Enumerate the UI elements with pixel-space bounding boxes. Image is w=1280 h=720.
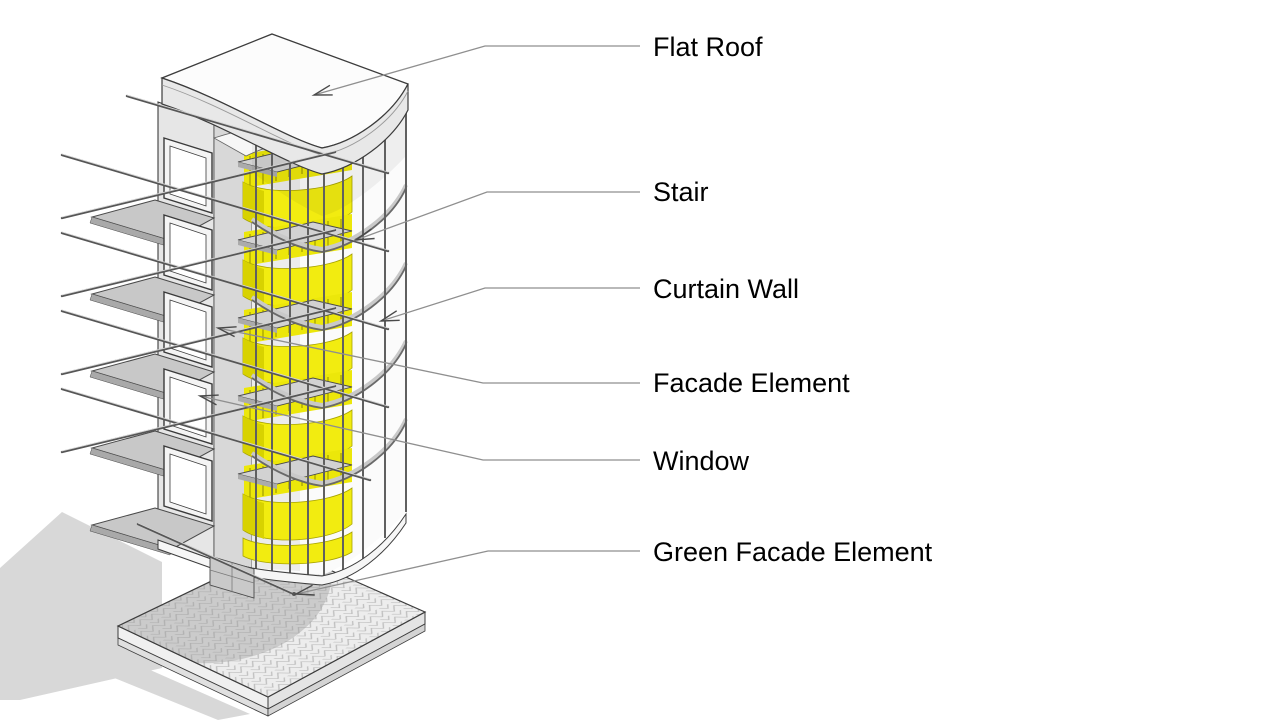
callout-curtain-wall: Curtain Wall xyxy=(378,274,799,322)
green-facade-rod xyxy=(60,387,372,482)
callout-green-facade-element: Green Facade Element xyxy=(293,537,933,596)
label-curtain-wall: Curtain Wall xyxy=(653,274,799,304)
green-facade-rod xyxy=(60,384,337,454)
callout-facade-element: Facade Element xyxy=(215,326,850,398)
flat-roof xyxy=(160,33,409,175)
callout-window: Window xyxy=(197,394,750,476)
arrow-icon xyxy=(353,228,375,241)
green-facade-rod xyxy=(125,94,390,175)
arrow-icon xyxy=(197,394,219,406)
green-facade-rods xyxy=(60,94,390,596)
callout-flat-roof: Flat Roof xyxy=(311,32,763,96)
label-facade-element: Facade Element xyxy=(653,368,850,398)
callout-stair: Stair xyxy=(353,177,709,241)
green-facade-rod xyxy=(60,153,390,253)
label-window: Window xyxy=(653,446,750,476)
paving-pattern xyxy=(118,548,425,697)
arrow-icon xyxy=(378,310,400,322)
windows-and-flaps xyxy=(89,137,216,556)
ground-shadow xyxy=(0,512,250,720)
green-facade-rod xyxy=(60,306,337,376)
green-facade-rod xyxy=(136,522,296,596)
green-facade-rod xyxy=(60,309,390,409)
window xyxy=(163,445,213,522)
arrow-icon xyxy=(215,326,237,338)
tower xyxy=(60,33,409,599)
label-stair: Stair xyxy=(653,177,709,207)
green-facade-rod xyxy=(60,150,337,220)
label-flat-roof: Flat Roof xyxy=(653,32,763,62)
green-facade-rod xyxy=(60,231,390,331)
callouts: Flat Roof Stair Curtain Wall Facade Elem… xyxy=(197,32,933,596)
base-pier xyxy=(209,555,255,599)
mullions xyxy=(255,112,407,576)
roof-fascia xyxy=(161,77,409,175)
arrow-icon xyxy=(293,584,315,596)
curtain-wall xyxy=(250,112,408,576)
label-green-facade-element: Green Facade Element xyxy=(653,537,933,567)
arrow-icon xyxy=(311,84,333,96)
green-facade-rod xyxy=(60,228,337,298)
